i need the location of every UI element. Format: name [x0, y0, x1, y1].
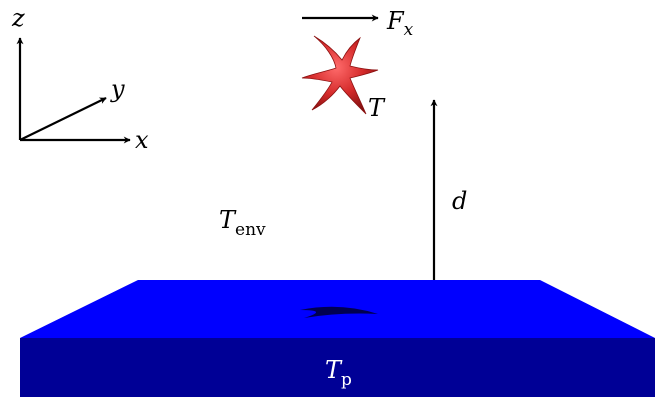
environment-temperature-label: Tenv: [219, 206, 266, 240]
particle: T: [301, 35, 386, 122]
particle-shadow: [300, 306, 378, 318]
y-axis-arrow: [19, 97, 107, 141]
plate: Tp: [20, 280, 655, 397]
y-axis-label: y: [110, 75, 125, 103]
distance-label: d: [452, 187, 467, 215]
coordinate-axes: z y x: [11, 4, 149, 154]
force-label: Fx: [386, 7, 414, 40]
plate-front-face: [20, 338, 655, 397]
plate-temperature-label: Tp: [325, 356, 352, 390]
x-axis-label: x: [135, 126, 149, 154]
particle-label: T: [368, 94, 386, 122]
z-axis-label: z: [11, 4, 25, 32]
force-vector: Fx: [302, 7, 414, 40]
particle-star-shape: [301, 35, 379, 115]
